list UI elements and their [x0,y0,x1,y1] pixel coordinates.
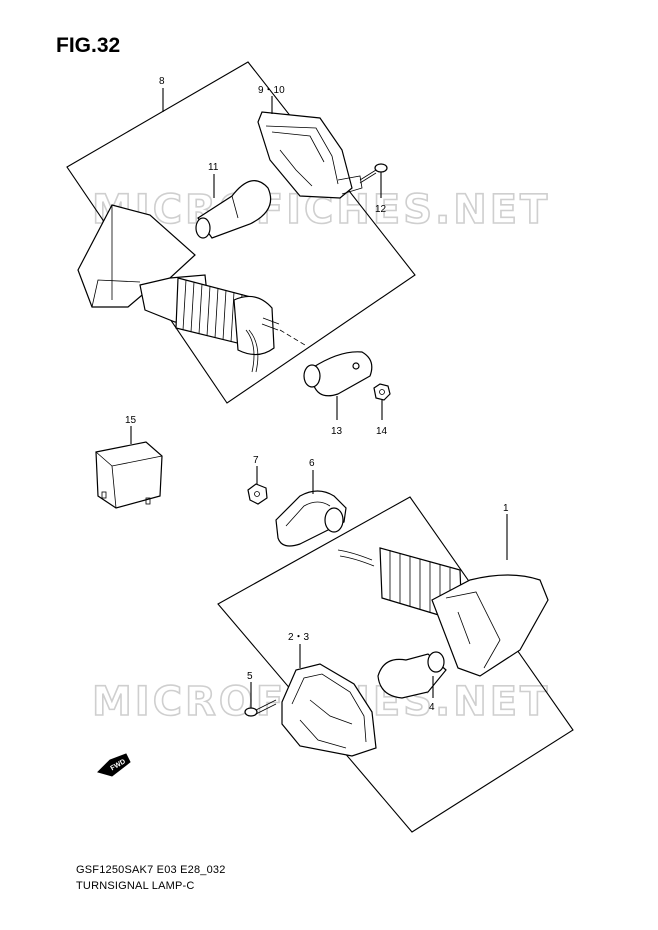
forward-direction-badge: FWD [97,753,131,777]
callout-2-3: 2・3 [288,632,310,643]
callout-13: 13 [331,426,343,437]
lamp-body-8 [77,204,280,373]
callout-8: 8 [159,76,165,87]
callout-6: 6 [309,458,315,469]
lamp-body-1 [337,547,549,677]
figure-model-code: GSF1250SAK7 E03 E28_032 [76,864,226,876]
leader-stud-dash [279,329,306,346]
callout-1: 1 [503,503,509,514]
assembly-8-frame [66,61,416,404]
screw-5 [244,699,277,717]
callout-5: 5 [247,671,253,682]
assembly-1-frame [217,496,574,833]
nut-14 [373,383,391,401]
screw-12 [359,163,388,184]
callout-15: 15 [125,415,137,426]
figure-name: TURNSIGNAL LAMP-C [76,880,195,892]
lens-2-3 [281,663,377,757]
relay-15 [95,441,163,509]
gasket-6 [275,490,347,547]
gasket-13 [303,351,373,397]
callout-9-10: 9・10 [258,85,285,96]
lens-9-10 [257,111,363,199]
bulb-11 [195,180,272,239]
callout-7: 7 [253,455,259,466]
nut-7 [247,483,268,505]
figure-title: FIG.32 [56,34,121,57]
callout-4: 4 [429,702,435,713]
callout-14: 14 [376,426,388,437]
callout-12: 12 [375,204,387,215]
bulb-4 [377,651,447,699]
callout-11: 11 [208,162,219,173]
